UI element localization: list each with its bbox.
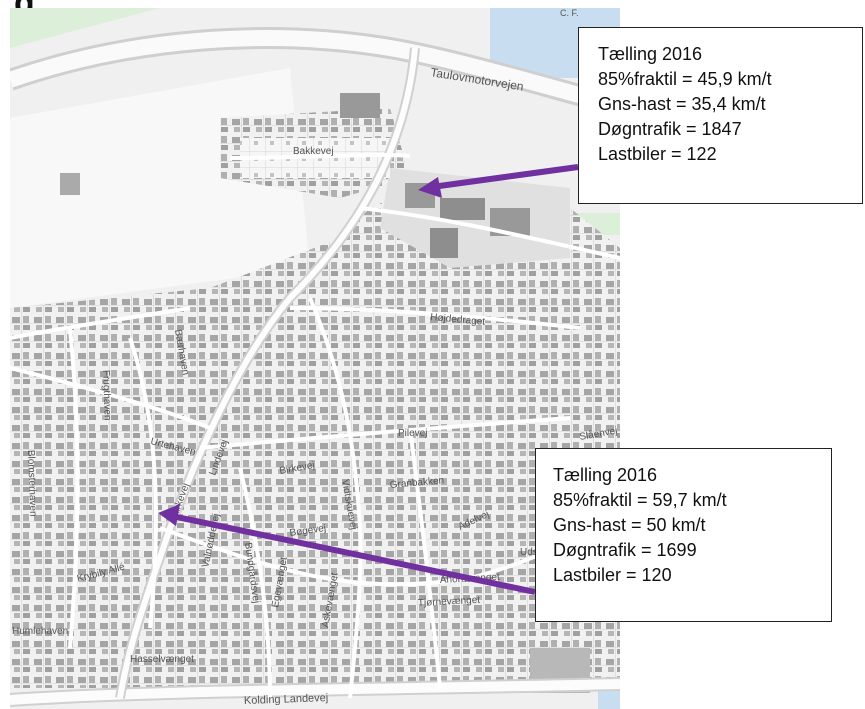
road-label: Højdedraget — [430, 312, 486, 328]
map-building — [60, 173, 80, 195]
road-label: Granbakken — [389, 475, 444, 491]
map-building — [405, 183, 435, 208]
road-label: Frugthaven — [100, 370, 113, 421]
map-building — [430, 228, 458, 258]
callout-heading: Tælling 2016 — [598, 44, 703, 64]
road-label: C. F. — [560, 8, 579, 18]
road-label: Blomsterhaven — [25, 450, 38, 517]
callout-daily-traffic: Døgntrafik = 1847 — [598, 119, 742, 139]
count-callout-south: Tælling 2016 85%fraktil = 59,7 km/t Gns-… — [535, 448, 832, 622]
callout-85-percentile: 85%fraktil = 45,9 km/t — [598, 69, 772, 89]
map-building — [340, 93, 380, 118]
map[interactable]: Taulovmotorvejen Bakkevej Højdedraget Bæ… — [10, 8, 620, 709]
road-surface — [10, 679, 620, 705]
road-label: Humlehaven — [12, 626, 68, 637]
callout-daily-traffic: Døgntrafik = 1699 — [553, 540, 697, 560]
motorway-surface — [10, 30, 620, 114]
callout-average-speed: Gns-hast = 50 km/t — [553, 515, 706, 535]
road-label: Bakkevej — [293, 146, 334, 157]
road-label: Hasselvænget — [130, 654, 194, 665]
map-green-area — [10, 8, 160, 48]
road-label: Pilevej — [398, 428, 427, 439]
callout-trucks: Lastbiler = 120 — [553, 565, 672, 585]
road-label: Kolding Landevej — [244, 692, 329, 707]
road-surface — [117, 47, 418, 699]
callout-85-percentile: 85%fraktil = 59,7 km/t — [553, 490, 727, 510]
count-callout-north: Tælling 2016 85%fraktil = 45,9 km/t Gns-… — [578, 27, 863, 204]
callout-average-speed: Gns-hast = 35,4 km/t — [598, 94, 766, 114]
road-label: Tjørnevænget — [418, 595, 481, 609]
callout-trucks: Lastbiler = 122 — [598, 144, 717, 164]
map-building — [440, 198, 485, 220]
callout-heading: Tælling 2016 — [553, 465, 658, 485]
